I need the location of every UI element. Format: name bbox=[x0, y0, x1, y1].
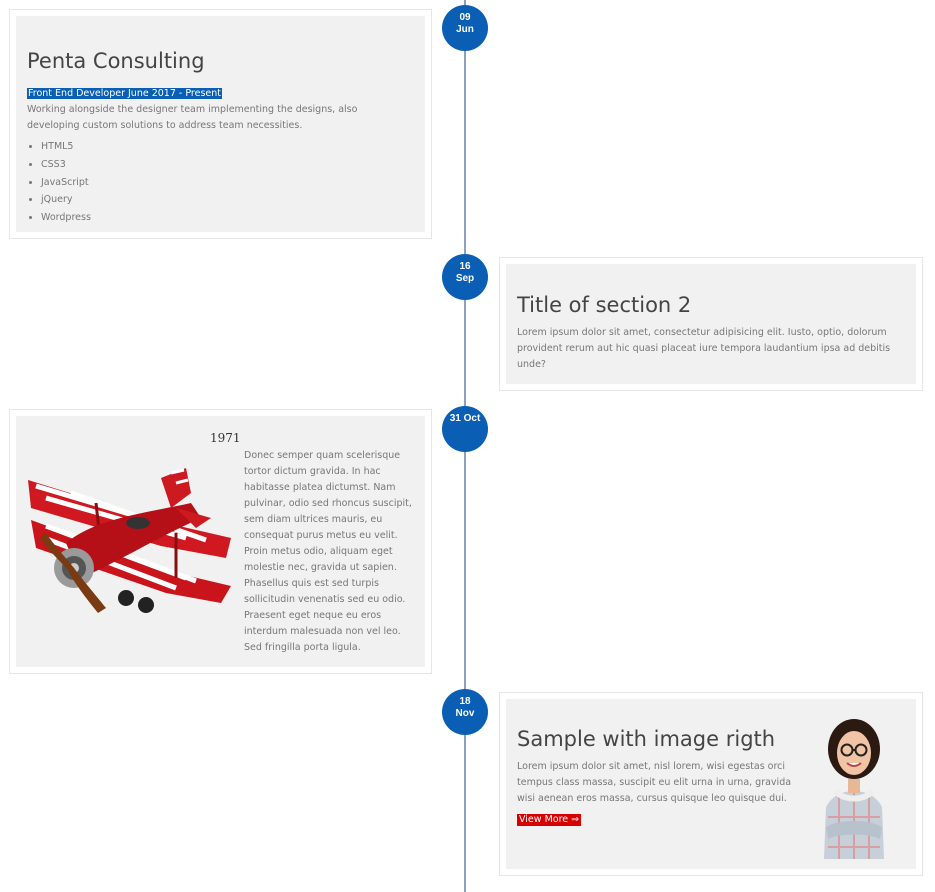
job-title-highlight: Front End Developer June 2017 - Present bbox=[27, 88, 222, 99]
date-badge: 31 Oct bbox=[442, 406, 488, 452]
card-description: Lorem ipsum dolor sit amet, consectetur … bbox=[517, 327, 891, 370]
card-title: Sample with image rigth bbox=[517, 727, 776, 751]
card-title: Penta Consulting bbox=[27, 49, 205, 73]
skill-item: HTML5 bbox=[41, 138, 412, 156]
date-label: 31 Oct bbox=[449, 413, 481, 424]
card-content: Penta Consulting Front End Developer Jun… bbox=[16, 16, 425, 232]
person-image bbox=[824, 719, 884, 859]
date-day: 16 bbox=[459, 261, 471, 272]
year-label: 1971 bbox=[210, 431, 241, 445]
skills-list: HTML5 CSS3 JavaScript jQuery Wordpress bbox=[27, 138, 412, 227]
date-day: 09 bbox=[459, 12, 471, 23]
card-content: Title of section 2 Lorem ipsum dolor sit… bbox=[506, 264, 916, 384]
timeline-card-penta: Penta Consulting Front End Developer Jun… bbox=[9, 9, 432, 239]
date-month: Sep bbox=[455, 273, 475, 284]
timeline-card-image-right: Sample with image rigth Lorem ipsum dolo… bbox=[499, 692, 923, 876]
view-more-link[interactable]: View More ⇒ bbox=[517, 814, 582, 826]
date-badge: 18 Nov bbox=[442, 689, 488, 735]
date-day: 18 bbox=[459, 696, 471, 707]
skill-item: Wordpress bbox=[41, 209, 412, 227]
timeline-card-section2: Title of section 2 Lorem ipsum dolor sit… bbox=[499, 257, 923, 391]
date-badge: 16 Sep bbox=[442, 254, 488, 300]
timeline-card-1971: 1971 bbox=[9, 409, 432, 674]
card-description: Donec semper quam scelerisque tortor dic… bbox=[244, 450, 412, 653]
airplane-image bbox=[28, 468, 231, 613]
date-month: Nov bbox=[455, 708, 475, 719]
skill-item: JavaScript bbox=[41, 174, 412, 192]
card-title: Title of section 2 bbox=[517, 293, 692, 317]
skill-item: jQuery bbox=[41, 191, 412, 209]
card-content: 1971 bbox=[16, 416, 425, 667]
card-description: Working alongside the designer team impl… bbox=[27, 104, 358, 131]
date-month: Jun bbox=[456, 24, 474, 35]
date-badge: 09 Jun bbox=[442, 5, 488, 51]
card-content: Sample with image rigth Lorem ipsum dolo… bbox=[506, 699, 916, 869]
skill-item: CSS3 bbox=[41, 156, 412, 174]
card-description: Lorem ipsum dolor sit amet, nisl lorem, … bbox=[517, 761, 792, 804]
